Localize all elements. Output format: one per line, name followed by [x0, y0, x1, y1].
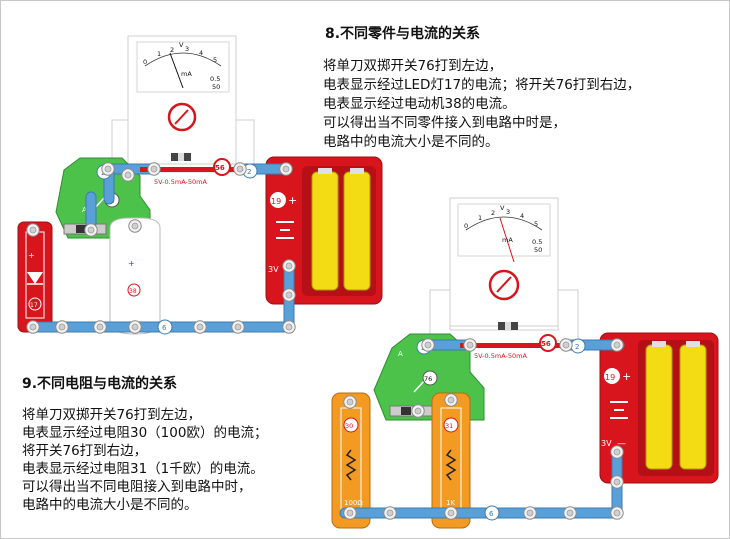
- motor-board-8: + 38: [109, 217, 161, 335]
- section-9-line-2: 电表显示经过电阻30（100欧）的电流；: [22, 425, 268, 441]
- meter9-tick-4: 4: [520, 212, 524, 220]
- wire9-label-6: 6: [489, 510, 494, 518]
- meter8-unit-v: V: [179, 41, 184, 49]
- switch8-side-a: A: [82, 206, 87, 214]
- meter9-side-1: 0.5: [532, 238, 542, 246]
- section-8-line-5: 电路中的电流大小是不同的。: [323, 134, 499, 150]
- switch9-side-a: A: [398, 350, 403, 358]
- battery9-plus: +: [622, 370, 631, 383]
- meter8-tick-2: 2: [170, 46, 174, 54]
- section-9-line-1: 将单刀双掷开关76打到左边，: [22, 407, 202, 423]
- battery8-number: 19: [271, 197, 281, 206]
- section-8-line-4: 可以得出当不同零件接入到电路中时是，: [323, 115, 566, 131]
- resistor31-value: 1K: [446, 499, 455, 507]
- meter8-tick-1: 1: [157, 50, 161, 58]
- battery9-voltage: 3V: [601, 439, 612, 448]
- resistor30-number: 30: [345, 422, 353, 430]
- meter9-tick-0: 0: [464, 222, 468, 230]
- battery9-number: 19: [605, 373, 615, 382]
- circuit-8: 0 1 2 3 4 5 V mA 0.5 50 76 A: [17, 35, 383, 335]
- section-8-line-2: 电表显示经过LED灯17的电流；将开关76打到右边，: [323, 77, 641, 93]
- wire8-label-2b: 2: [247, 168, 251, 176]
- meter8-tick-5: 5: [213, 56, 217, 64]
- battery-board-8: 19 + 3V —: [265, 156, 383, 305]
- section-9-line-6: 电路中的电流大小是不同的。: [22, 497, 198, 513]
- meter9-tick-1: 1: [478, 214, 482, 222]
- led8-plus: +: [28, 251, 35, 260]
- meter8-tick-4: 4: [199, 49, 203, 57]
- battery8-plus: +: [288, 194, 297, 207]
- meter9-part-number: 56: [541, 340, 551, 348]
- meter-board-8: 0 1 2 3 4 5 V mA 0.5 50: [111, 35, 255, 173]
- meter-board-9: 0 1 2 3 4 5 V mA 0.5 50: [429, 197, 579, 346]
- wire9-label-2b: 2: [575, 343, 579, 351]
- wires-9: 5V-0.5mA-50mA 56 2 2 6: [339, 334, 625, 521]
- circuit-9: 0 1 2 3 4 5 V mA 0.5 50 76 A: [331, 197, 719, 529]
- motor8-plus: +: [128, 259, 135, 268]
- range9-label: 5V-0.5mA-50mA: [474, 352, 527, 360]
- meter8-side-2: 50: [212, 83, 220, 91]
- meter8-tick-0: 0: [143, 58, 147, 66]
- section-9-title: 9.不同电阻与电流的关系: [22, 376, 178, 392]
- meter9-unit-v: V: [500, 204, 505, 212]
- resistor30-value: 100Ω: [344, 499, 363, 507]
- meter9-tick-2: 2: [491, 209, 495, 217]
- meter8-tick-3: 3: [185, 45, 189, 53]
- motor8-number: 38: [129, 288, 137, 295]
- meter8-side-1: 0.5: [210, 75, 220, 83]
- battery-board-9: 19 + 3V —: [599, 332, 719, 484]
- wires-8: 5V-0.5mA-50mA 56 2 2 6: [26, 158, 296, 335]
- resistor31-number: 31: [445, 422, 453, 430]
- led-board-8: + 17: [17, 221, 53, 333]
- range8-label: 5V-0.5mA-50mA: [154, 178, 207, 186]
- meter9-tick-5: 5: [534, 220, 538, 228]
- meter9-unit-ma: mA: [502, 236, 513, 244]
- section-9-line-5: 可以得出当不同电阻接入到电路中时，: [22, 479, 252, 495]
- meter8-part-number: 56: [215, 164, 225, 172]
- wire8-label-6: 6: [162, 324, 167, 332]
- meter9-tick-3: 3: [506, 208, 510, 216]
- led8-number: 17: [30, 302, 38, 309]
- section-8-line-1: 将单刀双掷开关76打到左边，: [323, 58, 503, 74]
- meter8-unit-ma: mA: [181, 70, 192, 78]
- battery8-voltage: 3V: [268, 265, 279, 274]
- section-9-line-3: 将开关76打到右边，: [22, 443, 148, 459]
- section-8-title: 8.不同零件与电流的关系: [325, 26, 481, 42]
- battery9-minus: —: [617, 439, 626, 449]
- meter9-side-2: 50: [534, 246, 542, 254]
- section-8-line-3: 电表显示经过电动机38的电流。: [323, 96, 516, 112]
- section-9-line-4: 电表显示经过电阻31（1千欧）的电流。: [22, 461, 264, 477]
- switch9-number: 76: [424, 375, 432, 383]
